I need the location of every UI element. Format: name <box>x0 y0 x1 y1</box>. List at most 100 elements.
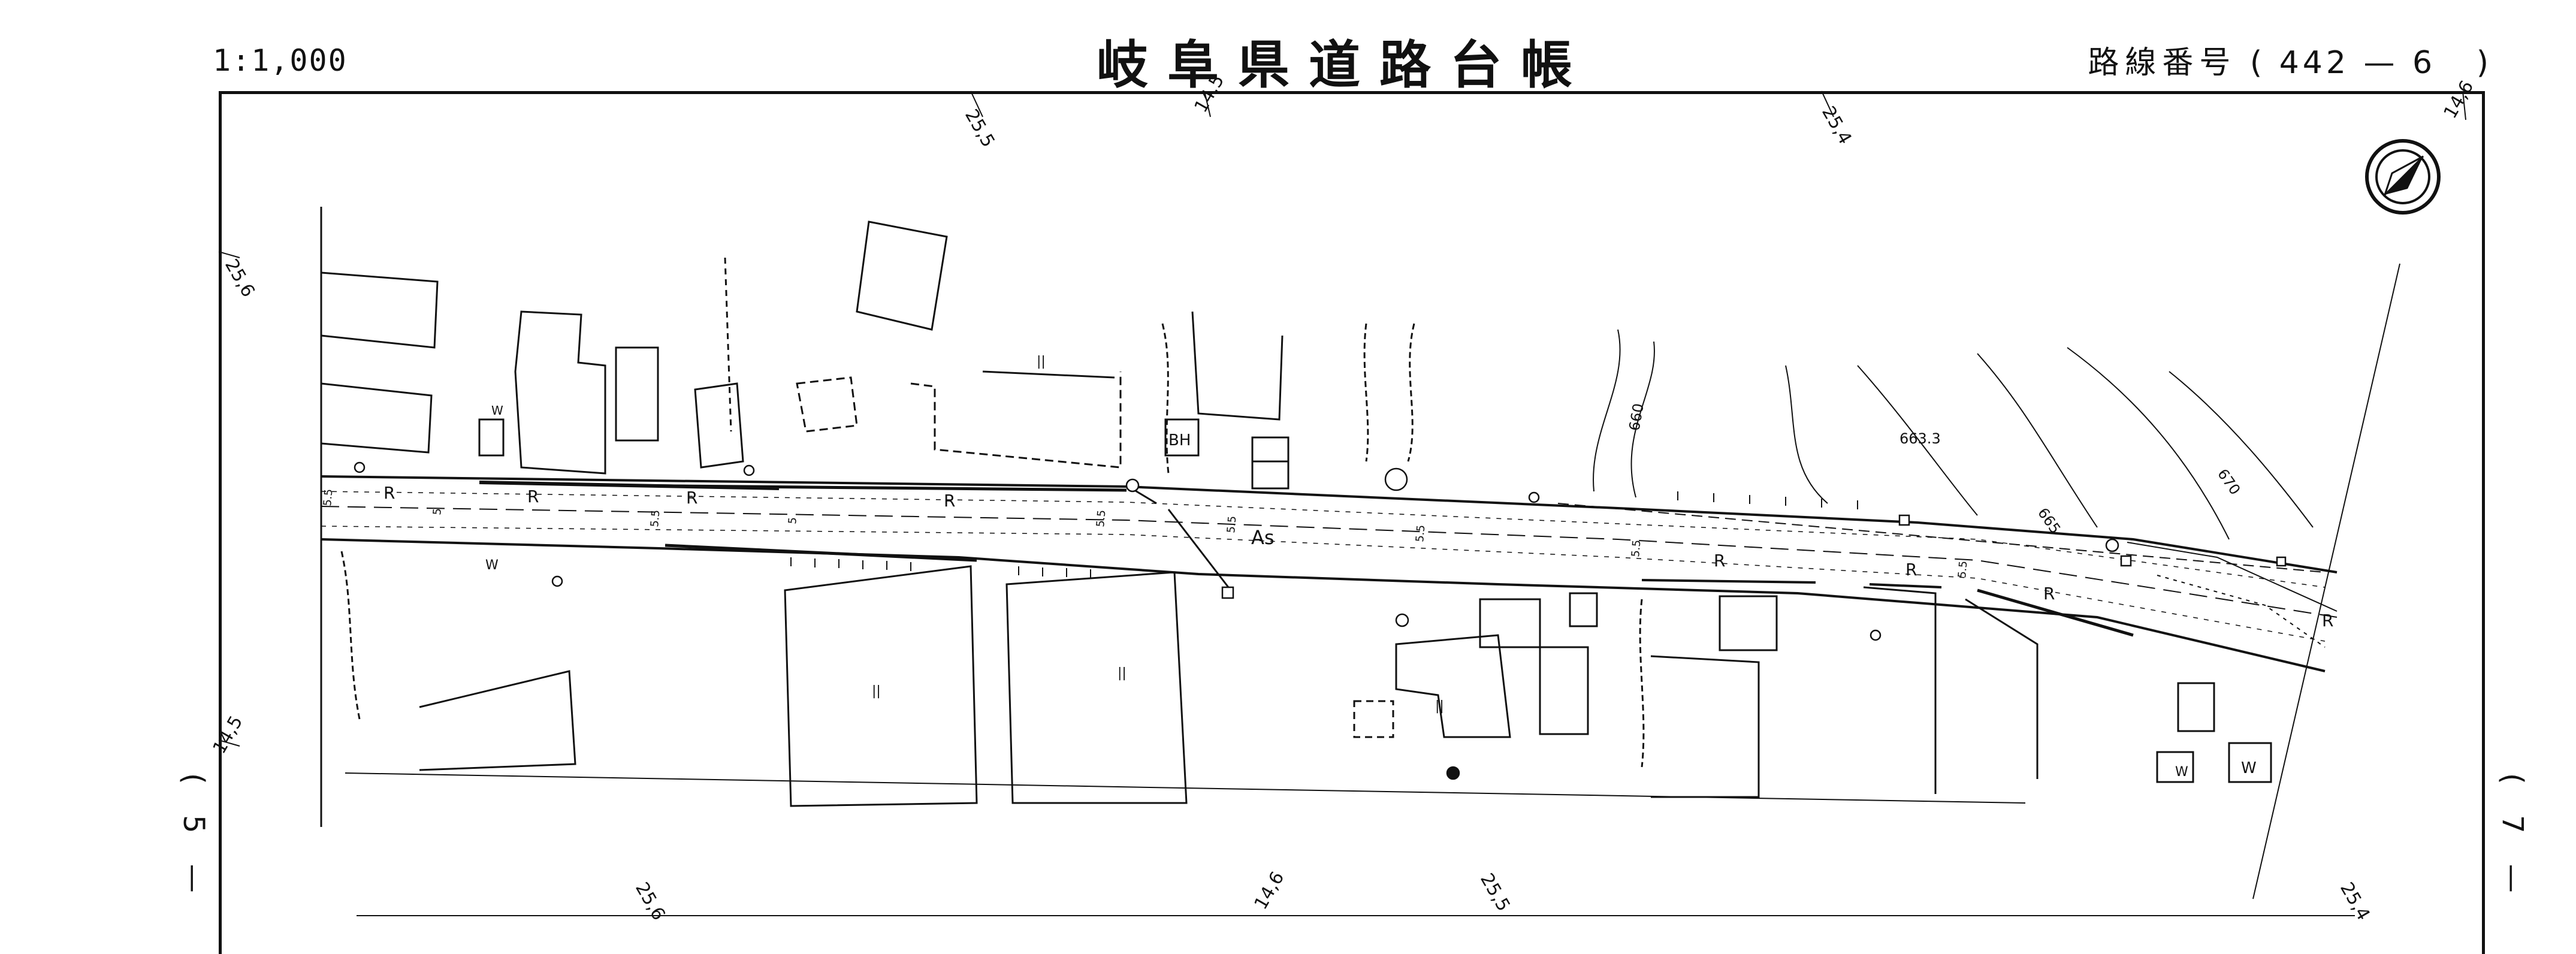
shed-n2 <box>1251 436 1289 463</box>
contour-2 <box>1630 341 1655 498</box>
curb-6 <box>1869 583 1942 588</box>
building-label-bh: BH <box>1168 431 1191 449</box>
grid-label-top-1: 25,5 <box>961 106 999 151</box>
contour-1 <box>1593 329 1621 492</box>
building-s11 <box>2177 682 2215 732</box>
buildings-south <box>419 565 2272 807</box>
pole-icon <box>354 461 366 473</box>
manhole-icon <box>2105 538 2119 553</box>
building-n2 <box>514 310 606 475</box>
water-label: W <box>491 403 503 418</box>
water-label: W <box>2175 765 2188 780</box>
building-n5-planned <box>796 376 858 433</box>
lot-s2 <box>1965 598 2039 779</box>
slope-1 <box>1363 323 1369 462</box>
dimension-label: 5.5 <box>1956 560 1970 578</box>
road-branch <box>2157 575 2326 648</box>
box-icon <box>1221 586 1234 599</box>
curb-5 <box>1977 588 2134 637</box>
curb-3 <box>665 544 977 562</box>
lot-s1 <box>1863 586 1937 794</box>
manhole-icon <box>1395 613 1409 627</box>
north-arrow-icon <box>2365 139 2441 215</box>
dimension-label: 5 <box>786 517 799 524</box>
route-close-paren: ) <box>2449 45 2492 81</box>
building-n3 <box>615 346 659 442</box>
fence-ticks <box>790 491 1858 578</box>
grid-label-top-4: 14,6 <box>2440 77 2478 122</box>
building-s7 <box>1539 646 1589 735</box>
road-edge-north <box>321 475 2338 573</box>
building-n6 <box>856 221 948 331</box>
marker-icon <box>1446 766 1460 780</box>
utility-symbols <box>354 461 2287 780</box>
road-label-r: R <box>944 491 955 511</box>
building-s3 <box>419 670 576 771</box>
lot-n1 <box>321 271 439 349</box>
road-label-r: R <box>2322 611 2333 630</box>
pole-icon <box>1870 629 1882 641</box>
curb-2 <box>617 484 1127 492</box>
slope-5 <box>1161 323 1170 474</box>
building-w3 <box>2156 751 2194 783</box>
building-w2 <box>2228 742 2272 783</box>
map-title: 岐阜県道路台帳 <box>1097 35 1591 95</box>
pole-icon <box>1528 491 1540 503</box>
contour-6 <box>2067 347 2230 540</box>
route-label: 路線番号 <box>2088 45 2237 81</box>
route-number: 路線番号 ( 442 — 6 ) <box>2088 37 2492 82</box>
slopes <box>340 323 1645 768</box>
pavement-label: As <box>1251 526 1275 549</box>
side-road <box>1167 509 1230 588</box>
building-s8 <box>1719 595 1778 651</box>
road-label-r: R <box>383 483 395 503</box>
building-s10 <box>1353 700 1394 738</box>
elevation-point: 663.3 <box>1899 430 1941 447</box>
building-s4 <box>1395 634 1511 738</box>
building-n1 <box>320 382 433 454</box>
map-scale: 1:1,000 <box>213 43 348 78</box>
road-label-r: R <box>527 487 539 506</box>
slope-2 <box>1407 323 1415 462</box>
dimension-label: 5.5 <box>648 509 662 527</box>
pole-icon <box>551 575 563 587</box>
road-edge-south <box>321 538 2326 672</box>
adjacent-sheet-left: ( 5 — <box>177 773 210 904</box>
grid-label-left-1: 25,6 <box>221 256 259 301</box>
guardrail <box>1557 503 2326 573</box>
grid-label-bottom-4: 25,4 <box>2336 879 2374 924</box>
box-icon <box>2276 556 2287 567</box>
dimension-label: 5.5 <box>1414 524 1427 542</box>
road-label-r: R <box>686 488 697 508</box>
lot-line-n2 <box>982 370 1115 379</box>
dimension-label: 5 <box>431 508 444 515</box>
fences <box>479 481 2326 637</box>
grid-label-top-3: 25,4 <box>1817 103 1856 148</box>
shed-n3 <box>1251 460 1289 490</box>
building-s5 <box>1479 598 1541 648</box>
water-label: W <box>2241 759 2257 777</box>
box-icon <box>2120 555 2132 567</box>
road-lane-north <box>321 491 2326 588</box>
road-label-r: R <box>1714 551 1725 570</box>
grid-label-top-2: 14,5 <box>1191 71 1229 116</box>
building-s6 <box>1569 592 1598 627</box>
plan-right-border <box>2252 263 2400 899</box>
contour-4 <box>1857 365 1978 516</box>
lot-line-n1 <box>724 257 732 432</box>
dimension-label: 5.5 <box>321 488 335 506</box>
lot-n2 <box>910 372 1122 469</box>
route-open-paren: ( <box>2249 45 2266 81</box>
contour-7 <box>2169 371 2314 528</box>
route-sheet-number: 6 <box>2412 45 2436 81</box>
road-centerline <box>321 506 2338 618</box>
contour-3 <box>1785 365 1828 504</box>
building-n7 <box>1191 311 1284 421</box>
road-curve <box>2127 542 2338 612</box>
box-icon <box>1898 514 1910 526</box>
shed-n1 <box>478 418 505 457</box>
building-n4 <box>694 382 744 469</box>
contour-label-670: 670 <box>2214 466 2243 498</box>
map-frame <box>219 91 2485 954</box>
